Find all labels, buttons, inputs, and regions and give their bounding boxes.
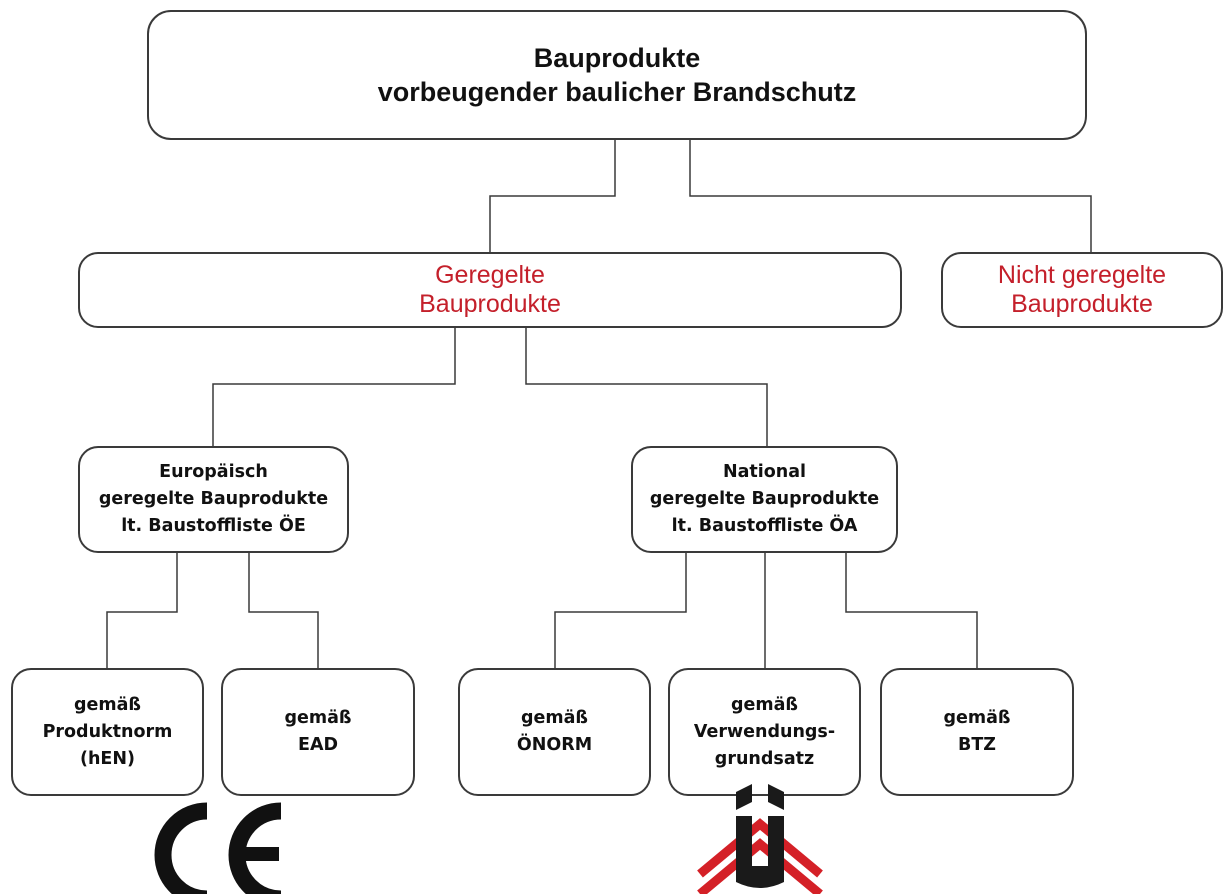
leaf-label: Verwendungs- xyxy=(693,721,836,742)
node-label: National xyxy=(722,462,807,482)
connector-root-nicht xyxy=(689,140,1092,252)
leaf-label: EAD xyxy=(297,735,339,755)
connector-euro-leaf2 xyxy=(248,553,319,668)
node-label: Europäisch xyxy=(159,462,268,482)
node-label: geregelte Bauprodukte xyxy=(98,489,329,509)
leaf-ead: gemäß EAD xyxy=(221,668,415,796)
leaf-label: Produktnorm xyxy=(42,721,173,742)
leaf-label: ÖNORM xyxy=(516,735,593,755)
node-label: lt. Baustoffliste ÖA xyxy=(671,516,858,536)
leaf-label: grundsatz xyxy=(714,748,815,769)
node-europaeisch-geregelt: Europäisch geregelte Bauprodukte lt. Bau… xyxy=(78,446,349,553)
connector-nat-leaf3 xyxy=(554,553,687,668)
node-label: Bauprodukte xyxy=(419,290,561,318)
leaf-label: gemäß xyxy=(943,708,1011,728)
root-subtitle: vorbeugender baulicher Brandschutz xyxy=(377,77,857,107)
node-geregelte-bauprodukte: Geregelte Bauprodukte xyxy=(78,252,902,328)
root-node: Bauprodukte vorbeugender baulicher Brand… xyxy=(147,10,1087,140)
leaf-btz: gemäß BTZ xyxy=(880,668,1074,796)
node-nicht-geregelte-bauprodukte: Nicht geregelte Bauprodukte xyxy=(941,252,1223,328)
connector-geregelt-nat xyxy=(525,328,768,446)
node-national-geregelt: National geregelte Bauprodukte lt. Baust… xyxy=(631,446,898,553)
national-conformity-mark-logo xyxy=(696,782,824,894)
connector-nat-leaf5 xyxy=(845,553,978,668)
leaf-label: gemäß xyxy=(73,694,142,715)
leaf-produktnorm: gemäß Produktnorm (hEN) xyxy=(11,668,204,796)
node-label: Nicht geregelte xyxy=(997,261,1167,289)
node-label: geregelte Bauprodukte xyxy=(649,489,880,509)
leaf-label: gemäß xyxy=(730,694,799,715)
leaf-label: (hEN) xyxy=(79,748,136,769)
leaf-verwendungsgrundsatz: gemäß Verwendungs- grundsatz xyxy=(668,668,861,796)
ce-mark-logo xyxy=(149,799,285,894)
node-label: Bauprodukte xyxy=(1011,290,1153,318)
leaf-oenorm: gemäß ÖNORM xyxy=(458,668,651,796)
connector-root-geregelt xyxy=(489,140,616,252)
connector-euro-leaf1 xyxy=(106,553,178,668)
node-label: lt. Baustoffliste ÖE xyxy=(121,516,306,536)
leaf-label: gemäß xyxy=(284,708,352,728)
root-title: Bauprodukte xyxy=(533,43,701,73)
node-label: Geregelte xyxy=(435,261,545,289)
connector-geregelt-euro xyxy=(212,328,456,446)
leaf-label: gemäß xyxy=(520,708,589,728)
leaf-label: BTZ xyxy=(958,735,996,755)
